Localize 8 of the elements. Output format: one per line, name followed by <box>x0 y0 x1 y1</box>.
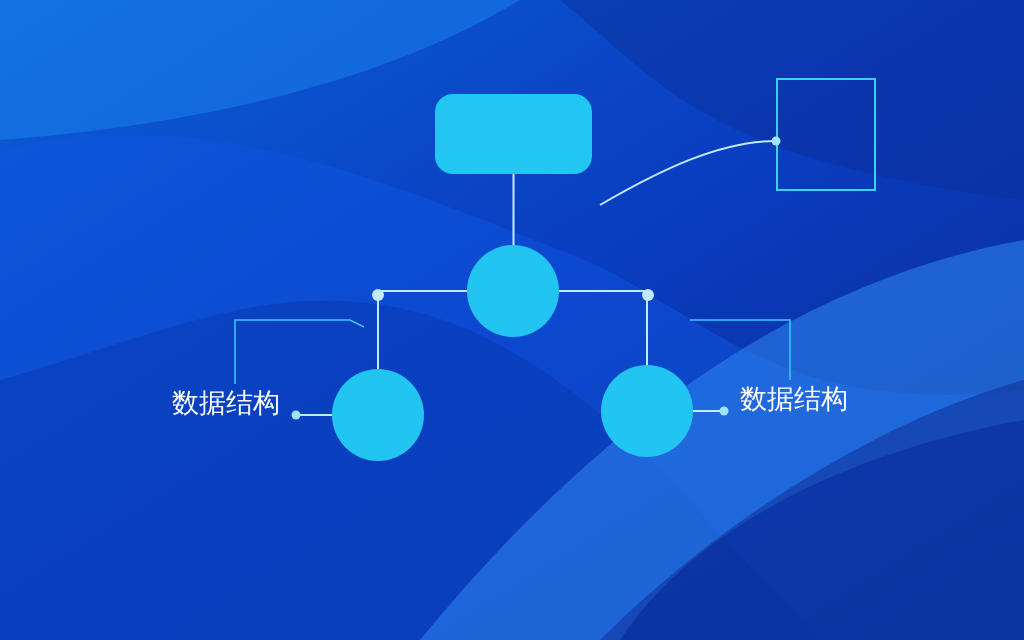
heading-text: 数据结构 <box>740 385 848 412</box>
connector-line <box>512 173 515 246</box>
heading-text: 数据结构 <box>172 389 280 416</box>
connector-line <box>692 406 729 416</box>
connector-line <box>291 410 333 420</box>
connector-line <box>558 290 648 366</box>
connector-line <box>377 290 468 370</box>
connector-line <box>599 136 781 206</box>
